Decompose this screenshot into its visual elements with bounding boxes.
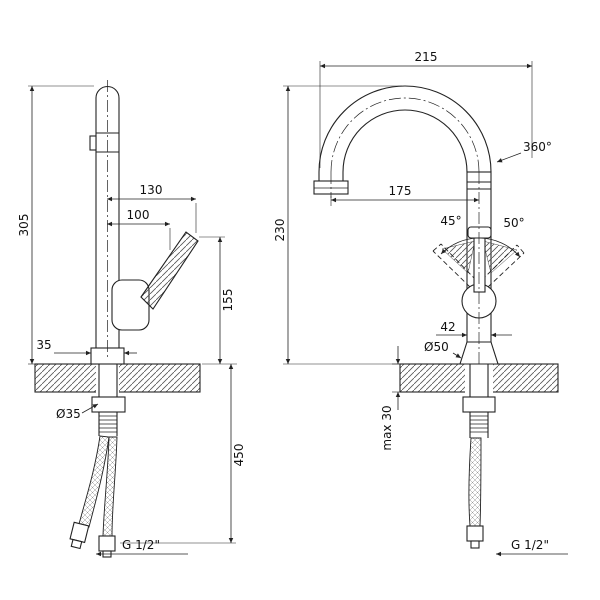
swivel-label: 360° bbox=[523, 140, 552, 154]
mounting-stem-right bbox=[462, 392, 496, 549]
dim-130-label: 130 bbox=[140, 183, 163, 197]
dim-100-label: 100 bbox=[127, 208, 150, 222]
hose-a-connector bbox=[69, 521, 90, 550]
right-view: 45° 50° 215 bbox=[273, 50, 568, 557]
hose-right bbox=[468, 437, 482, 527]
label-mount-diameter: Ø35 bbox=[56, 407, 81, 421]
dim-155-label: 155 bbox=[221, 289, 235, 312]
hose-b-connector bbox=[98, 535, 116, 552]
spout-right bbox=[313, 85, 492, 195]
thread-label-left: G 1/2" bbox=[122, 538, 160, 552]
left-view: 305 130 100 155 35 Ø35 450 bbox=[17, 80, 246, 558]
thread-label-right: G 1/2" bbox=[511, 538, 549, 552]
hose-right-tip bbox=[470, 540, 480, 549]
dim-35-label: 35 bbox=[36, 338, 51, 352]
mounting-nut-right bbox=[462, 396, 496, 413]
max-30-label: max 30 bbox=[380, 405, 394, 450]
dim-305-label: 305 bbox=[17, 214, 31, 237]
cartridge-housing-left bbox=[111, 279, 150, 331]
faucet-body-left bbox=[89, 80, 199, 365]
countertop-right bbox=[399, 363, 559, 393]
mounting-nut-left bbox=[91, 396, 126, 413]
dimensions-right: 215 175 360° 230 42 Ø50 max 30 bbox=[273, 50, 568, 557]
centerlines-right bbox=[330, 97, 480, 366]
mounting-stem-left bbox=[91, 392, 126, 436]
spout-outlet-left bbox=[89, 135, 97, 151]
hoses-left bbox=[69, 435, 118, 558]
countertop-left bbox=[34, 363, 201, 393]
handle-lever-left bbox=[140, 231, 199, 310]
dim-42-label: 42 bbox=[440, 320, 455, 334]
angle-50-label: 50° bbox=[503, 216, 524, 230]
label-base-diameter: Ø50 bbox=[424, 340, 449, 354]
dim-450-label: 450 bbox=[232, 444, 246, 467]
angle-45-label: 45° bbox=[440, 214, 461, 228]
lever-cap-right bbox=[467, 226, 492, 239]
hose-right-connector bbox=[466, 525, 484, 542]
dim-215-label: 215 bbox=[415, 50, 438, 64]
dimensions-left: 305 130 100 155 35 Ø35 450 bbox=[17, 85, 246, 557]
dim-230-label: 230 bbox=[273, 219, 287, 242]
lever-right bbox=[473, 235, 486, 293]
dim-175-label: 175 bbox=[389, 184, 412, 198]
